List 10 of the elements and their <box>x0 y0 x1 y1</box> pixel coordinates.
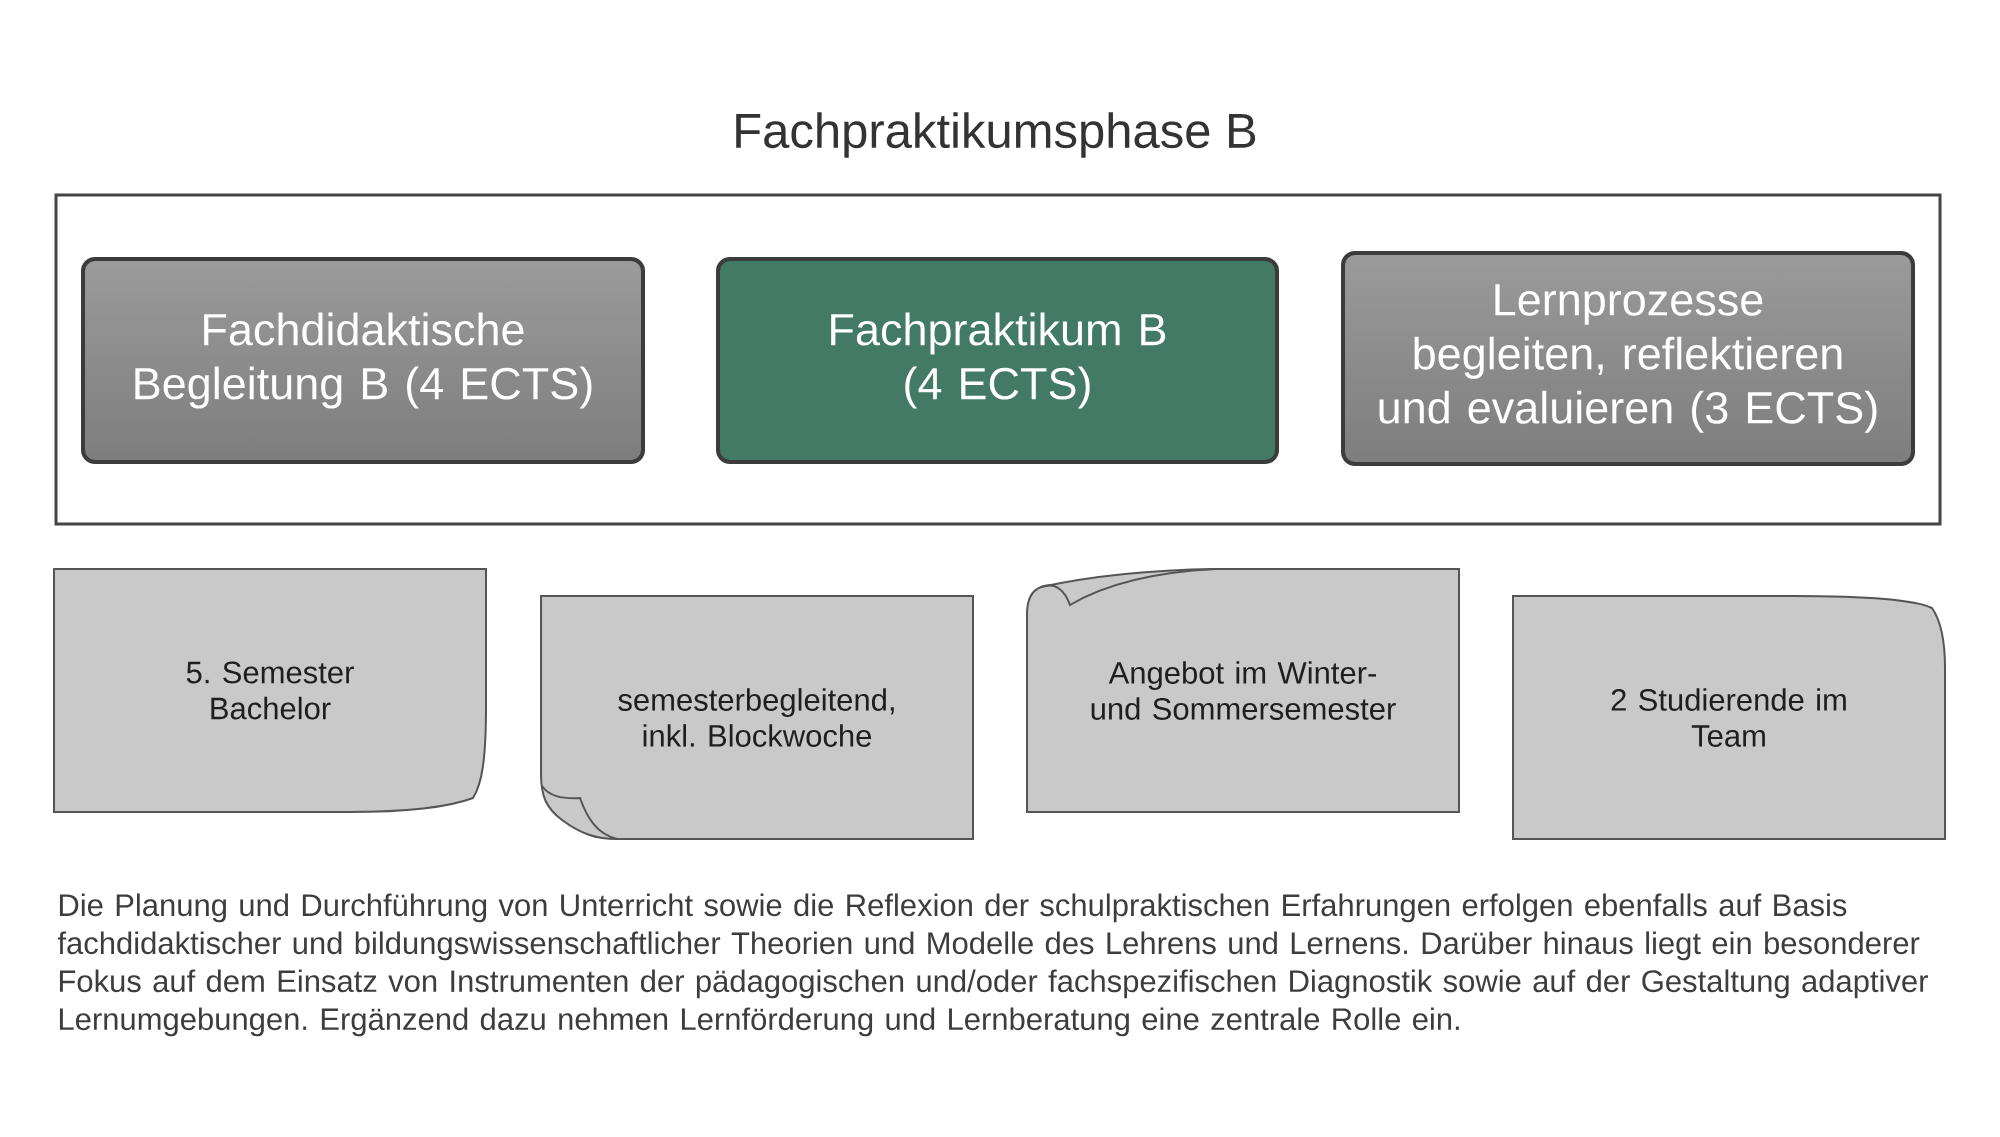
paper-note: semesterbegleitend, inkl. Blockwoche <box>540 595 974 840</box>
paper-note: 5. Semester Bachelor <box>53 568 487 813</box>
title: Fachpraktikumsphase B <box>736 112 1256 158</box>
paper-note: Angebot im Winter- und Sommersemester <box>1026 568 1460 813</box>
description-text: Die Planung und Durchführung von Unterricht sowie die Reflexion der schulpraktischen Erfahrungen erfolgen ebenfalls auf Basis fachdidaktischer und bildungswissenschaftlicher Theorien und Modelle des Lehrens und Lernens. Darüber hinaus liegt ein besonderer Fokus auf dem Einsatz von Instrumenten der pädagogischen und/oder fachspezifischen Diagnostik sowie auf der Gestaltung adaptiver Lernumgebungen. Ergänzend dazu nehmen Lernförderung und Lernberatung eine zentrale Rolle ein. <box>57 893 1928 1037</box>
module-box: Fachdidaktische Begleitung B (4 ECTS) <box>81 257 645 464</box>
module-box: Lernprozesse begleiten, reflektieren und evaluieren (3 ECTS) <box>1341 251 1915 466</box>
group-frame <box>54 193 1942 526</box>
module-box: Fachpraktikum B (4 ECTS) <box>716 257 1279 464</box>
paper-note: 2 Studierende im Team <box>1512 595 1946 840</box>
